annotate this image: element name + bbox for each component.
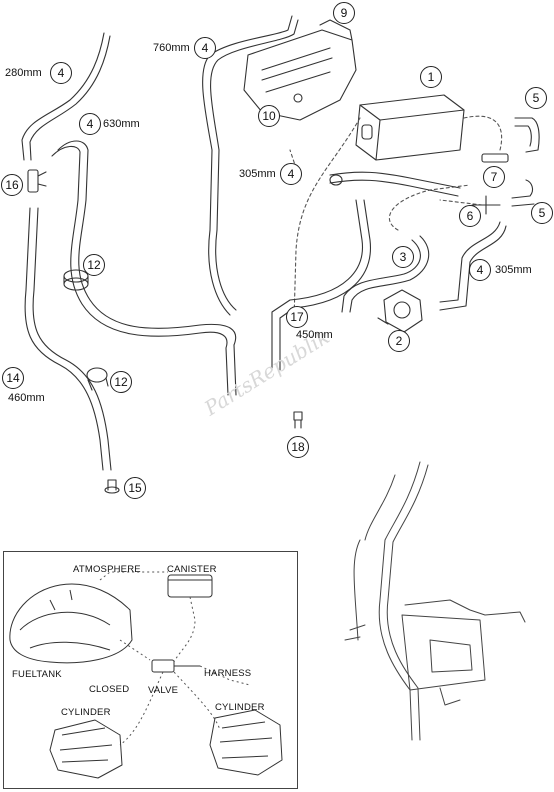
callout-16: 16 xyxy=(1,174,23,196)
inset-label-canister: CANISTER xyxy=(167,564,217,575)
length-760mm: 760mm xyxy=(153,42,190,54)
length-460mm: 460mm xyxy=(8,392,45,404)
length-450mm: 450mm xyxy=(296,329,333,341)
callout-17: 17 xyxy=(286,306,308,328)
hose-460mm xyxy=(24,207,112,471)
inset-label-valve: VALVE xyxy=(148,685,179,696)
cylinder-right-drawing xyxy=(209,709,283,776)
screw-18 xyxy=(293,411,303,429)
length-305mm-upper: 305mm xyxy=(239,168,276,180)
evap-system-inset: ATMOSPHERE CANISTER FUELTANK HARNESS CLO… xyxy=(3,551,298,789)
length-305mm-lower: 305mm xyxy=(495,264,532,276)
inset-label-fueltank: FUELTANK xyxy=(12,669,62,680)
callout-18: 18 xyxy=(287,436,309,458)
hose-3 xyxy=(341,235,430,313)
length-630mm: 630mm xyxy=(103,118,140,130)
callout-7: 7 xyxy=(483,166,505,188)
hose-305mm-upper xyxy=(329,171,461,197)
callout-4-305mm-upper: 4 xyxy=(280,163,302,185)
hose-305mm-lower xyxy=(439,221,507,311)
callout-4-280mm: 4 xyxy=(50,62,72,84)
connector-7 xyxy=(481,153,509,163)
purge-valve-2 xyxy=(377,289,423,333)
connector-6 xyxy=(471,195,501,215)
hose-5-upper xyxy=(514,117,540,153)
hose-5-lower xyxy=(511,179,535,207)
screw-15 xyxy=(104,479,120,494)
callout-10: 10 xyxy=(258,105,280,127)
hose-760mm xyxy=(202,15,299,316)
callout-9: 9 xyxy=(333,2,355,24)
clamp-12-lower xyxy=(86,367,109,391)
fueltank-drawing xyxy=(9,583,133,664)
cylinder-left-drawing xyxy=(49,719,123,779)
callout-14: 14 xyxy=(2,367,24,389)
callout-15: 15 xyxy=(124,477,146,499)
inset-label-closed: CLOSED xyxy=(89,684,130,695)
callout-1: 1 xyxy=(420,66,442,88)
callout-4-760mm: 4 xyxy=(194,37,216,59)
inset-label-cylinder-left: CYLINDER xyxy=(61,707,111,718)
callout-5-lower: 5 xyxy=(531,202,553,224)
t-connector-16 xyxy=(27,169,47,193)
inset-label-cylinder-right: CYLINDER xyxy=(215,702,265,713)
callout-5-upper: 5 xyxy=(525,87,547,109)
callout-4-630mm: 4 xyxy=(79,113,101,135)
dashed-guides xyxy=(289,115,503,321)
hose-630mm xyxy=(51,140,237,396)
callout-2: 2 xyxy=(388,330,410,352)
bracket-9 xyxy=(243,19,357,121)
hose-280mm xyxy=(21,32,111,161)
assembled-view xyxy=(344,461,526,741)
callout-12-lower: 12 xyxy=(110,371,132,393)
callout-4-305mm-lower: 4 xyxy=(469,259,491,281)
inset-label-atmosphere: ATMOSPHERE xyxy=(73,564,141,575)
callout-6: 6 xyxy=(459,205,481,227)
canister-1 xyxy=(355,94,465,161)
callout-12-upper: 12 xyxy=(83,254,105,276)
callout-3: 3 xyxy=(392,246,414,268)
clamp-12-upper xyxy=(63,269,89,291)
inset-label-harness: HARNESS xyxy=(204,668,252,679)
length-280mm: 280mm xyxy=(5,67,42,79)
